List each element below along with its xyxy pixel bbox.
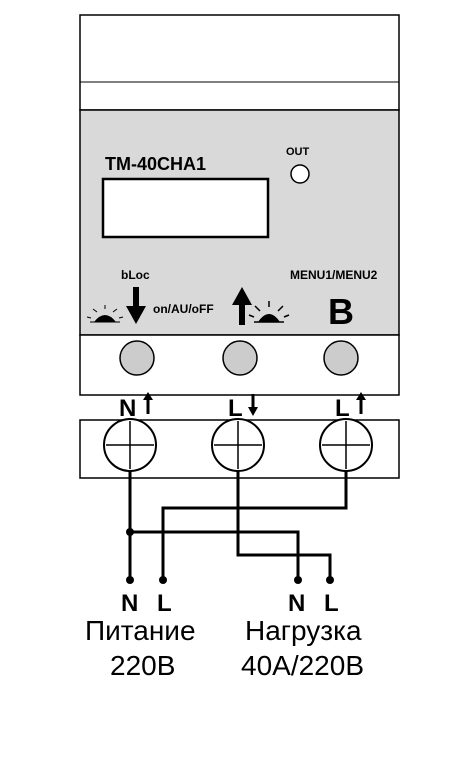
out-label: OUT xyxy=(286,146,310,158)
supply-n-label: N xyxy=(121,590,138,617)
wire-l-supply xyxy=(161,470,348,580)
button-left[interactable] xyxy=(119,340,155,376)
terminal-3-label: L xyxy=(335,395,350,422)
mode-label: on/AU/oFF xyxy=(153,302,214,316)
supply-title: Питание xyxy=(85,615,196,646)
load-n-dot xyxy=(294,576,302,584)
terminal-2-screw-icon xyxy=(211,418,265,472)
supply-n-dot xyxy=(126,576,134,584)
terminal-1-screw-icon xyxy=(103,418,157,472)
terminal-2-down-arrow-icon xyxy=(248,394,258,416)
up-arrow-icon xyxy=(232,287,252,325)
bloc-label: bLoc xyxy=(121,268,150,282)
load-title: Нагрузка xyxy=(245,615,362,646)
wire-n-load xyxy=(130,530,300,580)
menu-label: MENU1/MENU2 xyxy=(290,268,378,282)
terminal-2-label: L xyxy=(228,395,243,422)
supply-value: 220В xyxy=(110,650,175,681)
load-l-dot xyxy=(326,576,334,584)
down-arrow-icon xyxy=(126,287,146,324)
wire-l-load xyxy=(236,470,332,580)
button-middle[interactable] xyxy=(222,340,258,376)
model-label: TM-40CHA1 xyxy=(105,154,206,174)
button-right[interactable] xyxy=(323,340,359,376)
load-l-label: L xyxy=(324,590,339,617)
display-window xyxy=(101,177,270,239)
b-label: B xyxy=(328,291,354,332)
wires xyxy=(128,470,348,580)
sunset-icon xyxy=(86,305,124,323)
supply-l-label: L xyxy=(157,590,172,617)
junction-dot xyxy=(126,528,134,536)
terminal-3-screw-icon xyxy=(319,418,373,472)
load-n-label: N xyxy=(288,590,305,617)
supply-l-dot xyxy=(159,576,167,584)
out-indicator-led xyxy=(290,164,310,184)
terminal-3-up-arrow-icon xyxy=(356,392,366,414)
terminal-1-up-arrow-icon xyxy=(143,392,153,414)
terminal-1-label: N xyxy=(119,395,136,422)
housing-top xyxy=(79,14,400,111)
sunrise-icon xyxy=(248,301,290,323)
load-value: 40А/220В xyxy=(241,650,364,681)
